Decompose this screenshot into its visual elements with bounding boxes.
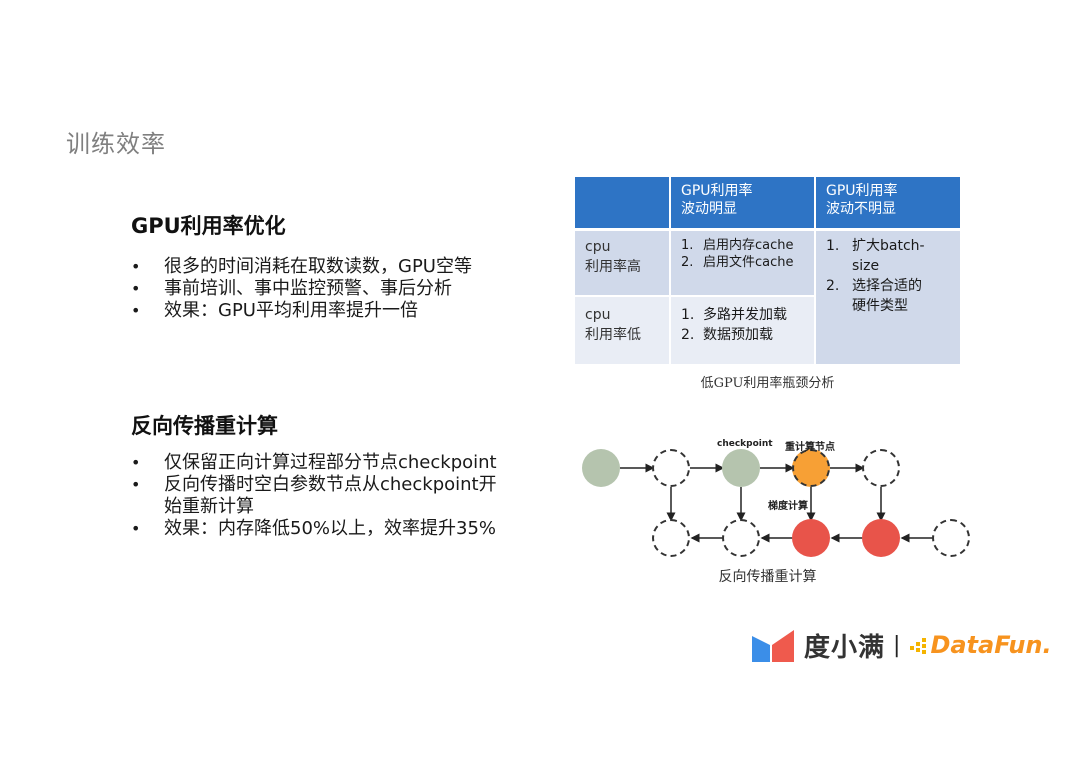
item-number: 2. <box>681 255 694 270</box>
gradient-label: 梯度计算 <box>768 501 808 512</box>
table-cell-merged-col2: 1. 扩大batch-size 2. 选择合适的硬件类型 <box>816 231 960 364</box>
diagram-arrows <box>620 463 933 543</box>
table-cell-high-col1: 1. 启用内存cache 2. 启用文件cache <box>671 231 814 295</box>
item-number: 2. <box>681 327 695 343</box>
list-item: 2. 数据预加载 <box>681 325 814 345</box>
item-number: 1. <box>826 238 840 254</box>
item-text: 启用文件cache <box>703 255 794 270</box>
gradient-node <box>862 519 900 557</box>
empty-node <box>652 519 690 557</box>
row-label-line: cpu <box>585 239 611 255</box>
list-item: 2. 选择合适的硬件类型 <box>826 276 960 316</box>
bullet-item: 效果：GPU平均利用率提升一倍 <box>131 300 551 322</box>
item-line: 硬件类型 <box>852 298 908 314</box>
header-line: GPU利用率 <box>681 183 753 199</box>
datafun-brand: DataFun. <box>930 631 1052 659</box>
empty-node <box>932 519 970 557</box>
table-header-col2: GPU利用率 波动不明显 <box>816 177 960 228</box>
bottleneck-table: GPU利用率 波动明显 GPU利用率 波动不明显 cpu 利用率高 1. 启用内存… <box>575 177 960 365</box>
item-text: 多路并发加载 <box>703 307 787 323</box>
row-label-line: cpu <box>585 307 611 323</box>
item-number: 1. <box>681 307 695 323</box>
recompute-diagram: checkpoint 重计算节点 梯度计算 <box>575 430 975 565</box>
header-line: 波动不明显 <box>826 201 896 217</box>
header-line: GPU利用率 <box>826 183 898 199</box>
input-node <box>582 449 620 487</box>
row-label-line: 利用率低 <box>585 327 641 343</box>
recompute-node-label: 重计算节点 <box>785 442 835 453</box>
item-text: 扩大batch-size <box>852 236 925 276</box>
bullet-item: 很多的时间消耗在取数读数，GPU空等 <box>131 256 551 278</box>
bullet-item: 效果：内存降低50%以上，效率提升35% <box>131 518 561 540</box>
checkpoint-label: checkpoint <box>717 439 773 449</box>
checkpoint-node <box>722 449 760 487</box>
item-line: size <box>852 258 880 274</box>
bullet-line: 始重新计算 <box>164 496 254 517</box>
empty-node <box>722 519 760 557</box>
gpu-bullet-list: 很多的时间消耗在取数读数，GPU空等 事前培训、事中监控预警、事后分析 效果：G… <box>131 256 551 322</box>
empty-node <box>652 449 690 487</box>
item-number: 1. <box>681 238 694 253</box>
table-row-label-high: cpu 利用率高 <box>575 231 669 295</box>
item-line: 选择合适的 <box>852 278 922 294</box>
item-text: 启用内存cache <box>703 238 794 253</box>
table-header-col1: GPU利用率 波动明显 <box>671 177 814 228</box>
item-line: 扩大batch- <box>852 238 925 254</box>
list-item: 1. 启用内存cache <box>681 237 814 254</box>
bullet-line: 反向传播时空白参数节点从checkpoint开 <box>164 474 497 495</box>
section-title-recompute: 反向传播重计算 <box>131 414 278 438</box>
diagram-caption: 反向传播重计算 <box>718 569 817 585</box>
duxiaoman-brand: 度小满 <box>804 632 886 663</box>
logo-separator: | <box>893 632 901 658</box>
bullet-item: 仅保留正向计算过程部分节点checkpoint <box>131 452 561 474</box>
list-item: 1. 扩大batch-size <box>826 236 960 276</box>
item-text: 数据预加载 <box>703 327 773 343</box>
list-item: 1. 多路并发加载 <box>681 305 814 325</box>
recompute-bullet-list: 仅保留正向计算过程部分节点checkpoint 反向传播时空白参数节点从chec… <box>131 452 561 540</box>
footer-logos: 度小满 | DataFun. <box>750 627 1052 663</box>
table-cell-low-col1: 1. 多路并发加载 2. 数据预加载 <box>671 297 814 364</box>
datafun-dots-icon <box>910 638 927 654</box>
empty-node <box>862 449 900 487</box>
item-text: 选择合适的硬件类型 <box>852 276 922 316</box>
table-row-label-low: cpu 利用率低 <box>575 297 669 364</box>
row-label-line: 利用率高 <box>585 259 641 275</box>
section-title-gpu: GPU利用率优化 <box>131 214 286 238</box>
gradient-node <box>792 519 830 557</box>
list-item: 2. 启用文件cache <box>681 254 814 271</box>
item-number: 2. <box>826 278 840 294</box>
table-header-empty <box>575 177 669 228</box>
table-caption: 低GPU利用率瓶颈分析 <box>700 376 835 391</box>
duxiaoman-logo-icon <box>752 630 794 662</box>
slide-title: 训练效率 <box>66 130 166 158</box>
header-line: 波动明显 <box>681 201 737 217</box>
recompute-node <box>792 449 830 487</box>
bullet-item: 事前培训、事中监控预警、事后分析 <box>131 278 551 300</box>
